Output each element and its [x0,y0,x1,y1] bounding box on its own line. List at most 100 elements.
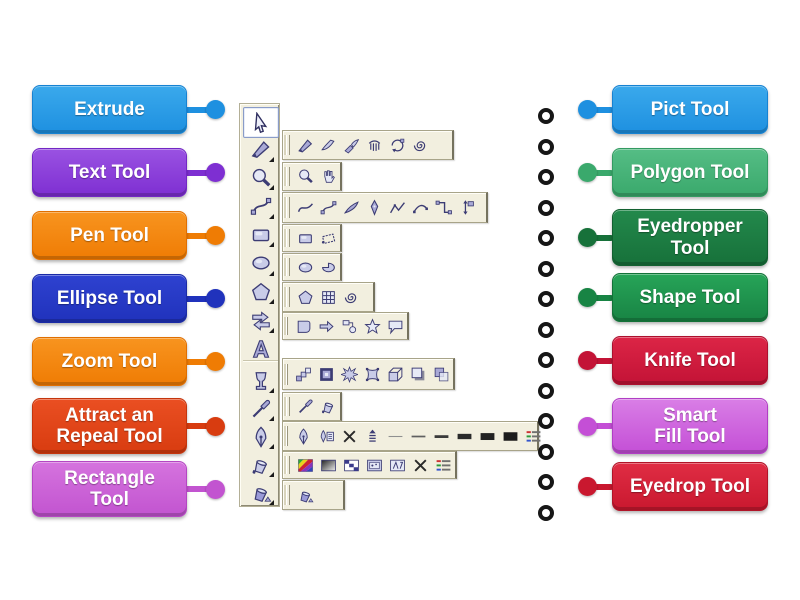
answer-slot[interactable] [538,413,554,429]
term-card-eyedrop-tool[interactable]: Eyedrop Tool [612,462,768,511]
term-card-zoom-tool[interactable]: Zoom Tool [32,337,187,386]
answer-slot[interactable] [538,443,554,460]
term-label: Pict Tool [650,98,730,120]
toolbar-grip [286,316,288,336]
answer-slot[interactable] [538,382,554,399]
zoom-flyout [282,162,342,191]
answer-slot[interactable] [538,138,554,155]
bezier-icon [317,197,340,219]
connector-dot[interactable] [578,163,597,182]
hand-icon [317,166,340,188]
term-label: Smart Fill Tool [654,404,726,447]
connector-stem [594,483,614,490]
connector-dot[interactable] [578,100,597,119]
term-card-polygon-tool[interactable]: Polygon Tool [612,148,768,197]
connector-dot[interactable] [206,289,225,308]
term-card-attract-an-repeal-tool[interactable]: Attract an Repeal Tool [32,398,187,454]
connector-dot[interactable] [206,100,225,119]
eyedropper-tool-icon [247,395,275,422]
term-label: Extrude [74,98,145,120]
dimension-icon [455,197,478,219]
shadow-icon [407,363,430,385]
lw1-icon [384,425,407,447]
zoom-tool-icon [247,164,275,191]
connector-stem [594,423,614,429]
ellipse-flyout [282,253,342,281]
pick-tool-icon [243,107,279,138]
answer-slot[interactable] [538,230,554,246]
ellipse3-icon [317,256,340,278]
term-card-extrude[interactable]: Extrude [32,85,187,134]
term-card-pen-tool[interactable]: Pen Tool [32,211,187,260]
ellipse-icon [294,256,317,278]
toolbar-grip [286,197,290,218]
term-card-shape-tool[interactable]: Shape Tool [612,273,768,322]
answer-slot[interactable] [538,321,554,338]
curve-icon [294,197,317,219]
term-label: Shape Tool [639,286,741,308]
term-card-text-tool[interactable]: Text Tool [32,148,187,197]
connector-dot[interactable] [206,352,225,371]
paintbucket-icon [317,396,340,418]
connector-stem [594,357,614,364]
connector-stem [594,294,614,301]
connector-dot[interactable] [578,351,597,370]
term-card-rectangle-tool[interactable]: Rectangle Tool [32,461,187,517]
term-card-pict-tool[interactable]: Pict Tool [612,85,768,134]
term-card-smart-fill-tool[interactable]: Smart Fill Tool [612,398,768,454]
toolbar-grip [286,167,290,186]
toolbar-grip [286,426,288,446]
toolbar-grip [286,257,290,277]
rectangle-flyout [282,224,342,252]
answer-slot[interactable] [538,169,554,185]
term-label: Rectangle Tool [64,467,155,510]
answer-slot[interactable] [538,352,554,368]
curve-tool-icon [247,193,275,220]
rectangle-tool-icon [247,221,275,248]
flyout-arrow-icon [269,213,274,219]
term-card-ellipse-tool[interactable]: Ellipse Tool [32,274,187,323]
answer-slot[interactable] [538,474,554,490]
smudge-icon [317,134,340,156]
nooutline-icon [338,425,361,447]
interactive-fill-tool-icon [247,479,275,506]
flyout-arrow-icon [269,327,274,333]
rect3-icon [317,227,340,249]
flyout-arrow-icon [269,270,274,276]
connector-dot[interactable] [206,226,225,245]
flyout-arrow-icon [269,444,274,449]
flyout-arrow-icon [269,185,274,190]
term-card-knife-tool[interactable]: Knife Tool [612,336,768,385]
interactive-tool-icon [247,367,275,394]
fountain-icon [317,454,340,476]
answer-slot[interactable] [538,199,554,216]
connector-dot[interactable] [206,163,225,182]
shape-edit-flyout [282,130,454,160]
answer-slot[interactable] [538,504,554,521]
threepoint-icon [409,197,432,219]
connector-dot[interactable] [206,479,225,499]
answer-slot[interactable] [538,108,554,124]
interactive-flyout [282,358,455,390]
lw5-icon [476,425,499,447]
connector-dot[interactable] [578,228,597,247]
toolbar-grip [286,287,290,307]
flyout-arrow-icon [269,388,274,393]
flyout-arrow-icon [269,500,274,505]
connector-dot[interactable] [578,288,597,307]
answer-slot[interactable] [538,291,554,307]
connector-dot[interactable] [578,416,597,436]
term-card-eyedropper-tool[interactable]: Eyedropper Tool [612,209,768,266]
hairline-icon [361,425,384,447]
polygon-icon [294,286,317,308]
connector-stem [183,295,211,302]
ifill-icon [294,484,317,506]
outline-flyout [282,421,541,451]
flyout-arrow-icon [269,156,274,162]
answer-slot[interactable] [538,260,554,277]
pendialog-icon [315,425,338,447]
arrowshape-icon [315,315,338,337]
connector-dot[interactable] [578,477,597,496]
connector-dot[interactable] [206,416,225,436]
